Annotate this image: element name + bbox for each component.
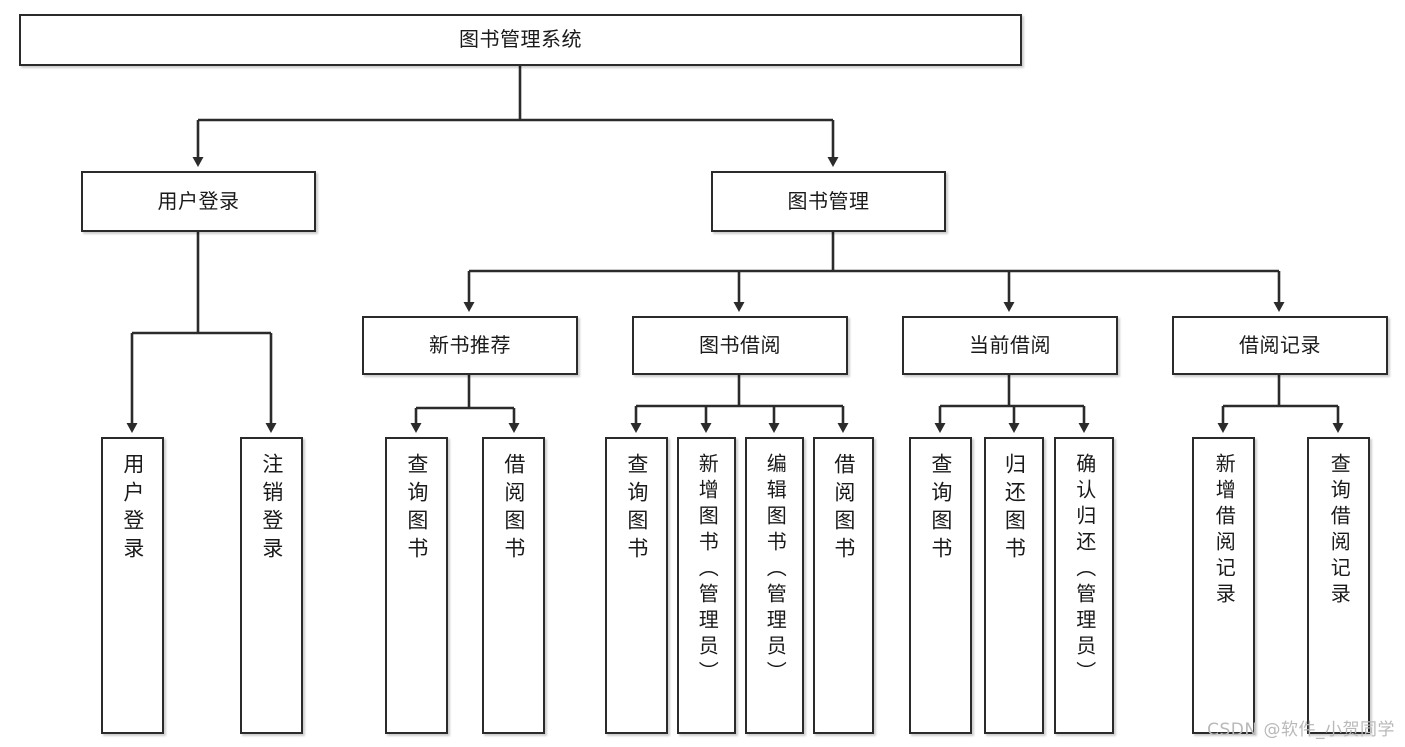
node-root-label: 图书管理系统 — [459, 27, 582, 52]
node-leaf-logout-label: 注销登录 — [259, 453, 284, 565]
node-current-borrow-label: 当前借阅 — [969, 332, 1051, 357]
node-leaf-query-book-2-label: 查询图书 — [624, 453, 649, 565]
node-leaf-add-book-label: 新增图书（管理员） — [695, 453, 720, 687]
node-leaf-user-login[interactable]: 用户登录 — [101, 437, 164, 734]
node-leaf-query-record-label: 查询借阅记录 — [1327, 453, 1352, 609]
csdn-watermark: CSDN @软件_小贺同学 — [1207, 720, 1395, 740]
node-leaf-query-book-3[interactable]: 查询图书 — [909, 437, 972, 734]
node-book-borrow-label: 图书借阅 — [699, 332, 781, 357]
node-leaf-borrow-book-1-label: 借阅图书 — [501, 453, 526, 565]
node-leaf-logout[interactable]: 注销登录 — [240, 437, 303, 734]
node-leaf-borrow-book-1[interactable]: 借阅图书 — [482, 437, 545, 734]
node-leaf-add-record[interactable]: 新增借阅记录 — [1192, 437, 1255, 734]
node-leaf-borrow-book-2-label: 借阅图书 — [831, 453, 856, 565]
node-leaf-borrow-book-2[interactable]: 借阅图书 — [813, 437, 874, 734]
node-new-book-recommend[interactable]: 新书推荐 — [362, 316, 578, 375]
node-book-management[interactable]: 图书管理 — [711, 171, 946, 232]
node-leaf-edit-book-label: 编辑图书（管理员） — [763, 453, 788, 687]
node-leaf-confirm-return-label: 确认归还（管理员） — [1072, 453, 1097, 687]
node-new-book-recommend-label: 新书推荐 — [429, 332, 511, 357]
node-book-management-label: 图书管理 — [787, 188, 870, 213]
node-current-borrow[interactable]: 当前借阅 — [902, 316, 1118, 375]
node-borrow-record[interactable]: 借阅记录 — [1172, 316, 1388, 375]
node-leaf-query-book-1[interactable]: 查询图书 — [385, 437, 448, 734]
node-leaf-add-record-label: 新增借阅记录 — [1212, 453, 1237, 609]
node-borrow-record-label: 借阅记录 — [1239, 332, 1321, 357]
node-leaf-query-book-1-label: 查询图书 — [404, 453, 429, 565]
node-leaf-query-book-2[interactable]: 查询图书 — [605, 437, 668, 734]
node-leaf-user-login-label: 用户登录 — [120, 453, 145, 565]
node-leaf-edit-book[interactable]: 编辑图书（管理员） — [745, 437, 804, 734]
node-leaf-confirm-return[interactable]: 确认归还（管理员） — [1054, 437, 1114, 734]
node-leaf-return-book-label: 归还图书 — [1002, 453, 1027, 565]
node-leaf-add-book[interactable]: 新增图书（管理员） — [677, 437, 736, 734]
node-user-login[interactable]: 用户登录 — [81, 171, 316, 232]
node-user-login-label: 用户登录 — [157, 188, 240, 213]
node-leaf-query-record[interactable]: 查询借阅记录 — [1307, 437, 1370, 734]
node-leaf-query-book-3-label: 查询图书 — [928, 453, 953, 565]
node-leaf-return-book[interactable]: 归还图书 — [984, 437, 1044, 734]
node-root[interactable]: 图书管理系统 — [19, 14, 1022, 66]
node-book-borrow[interactable]: 图书借阅 — [632, 316, 848, 375]
